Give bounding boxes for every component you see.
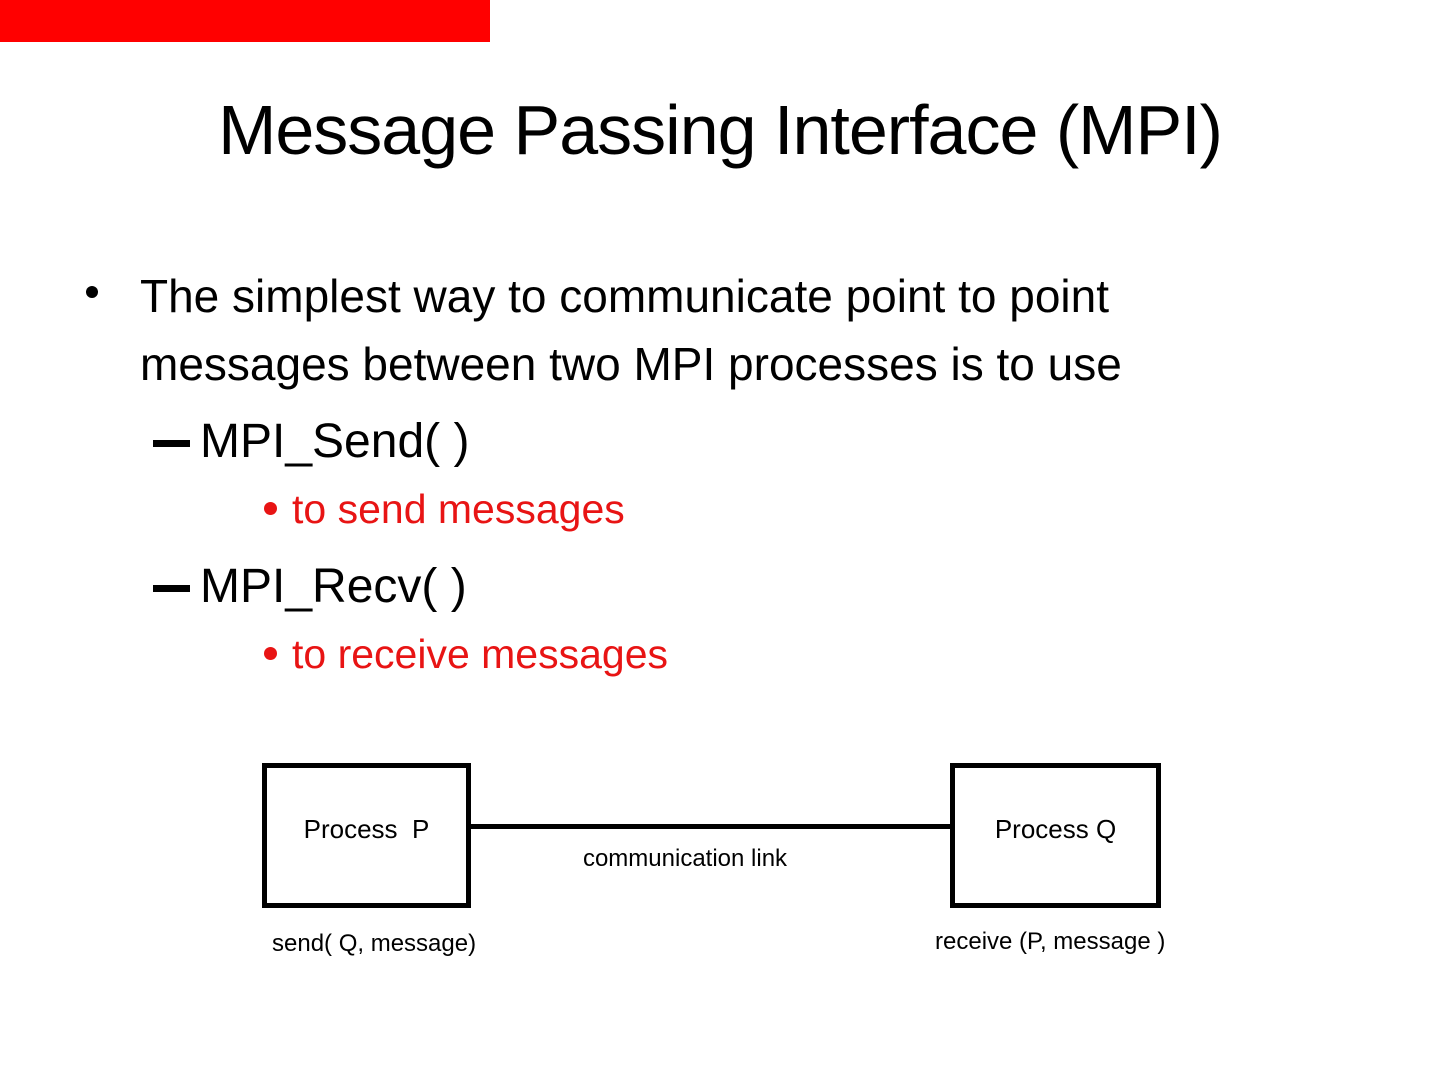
process-q-box: Process Q: [950, 763, 1161, 908]
receive-caption: receive (P, message ): [935, 928, 1166, 955]
communication-link-line: [469, 824, 952, 829]
receive-description: to receive messages: [292, 631, 669, 677]
mpi-recv-label: MPI_Recv( ): [200, 560, 467, 613]
intro-text: The simplest way to communicate point to…: [140, 270, 1122, 390]
communication-link-label: communication link: [582, 845, 788, 872]
red-accent-bar: [0, 0, 490, 42]
mpi-send-label: MPI_Send( ): [200, 415, 470, 468]
send-caption: send( Q, message): [272, 930, 477, 957]
dash-bullet-icon: [153, 585, 190, 592]
send-description: to send messages: [292, 486, 625, 532]
red-bullet-dot-icon: [264, 502, 277, 515]
dash-bullet-icon: [153, 440, 190, 447]
process-p-label: Process P: [303, 814, 430, 844]
slide-title: Message Passing Interface (MPI): [218, 91, 1223, 169]
process-p-box: Process P: [262, 763, 471, 908]
process-q-label: Process Q: [994, 814, 1117, 844]
bullet-dot-icon: [86, 286, 98, 298]
red-bullet-dot-icon: [264, 647, 277, 660]
